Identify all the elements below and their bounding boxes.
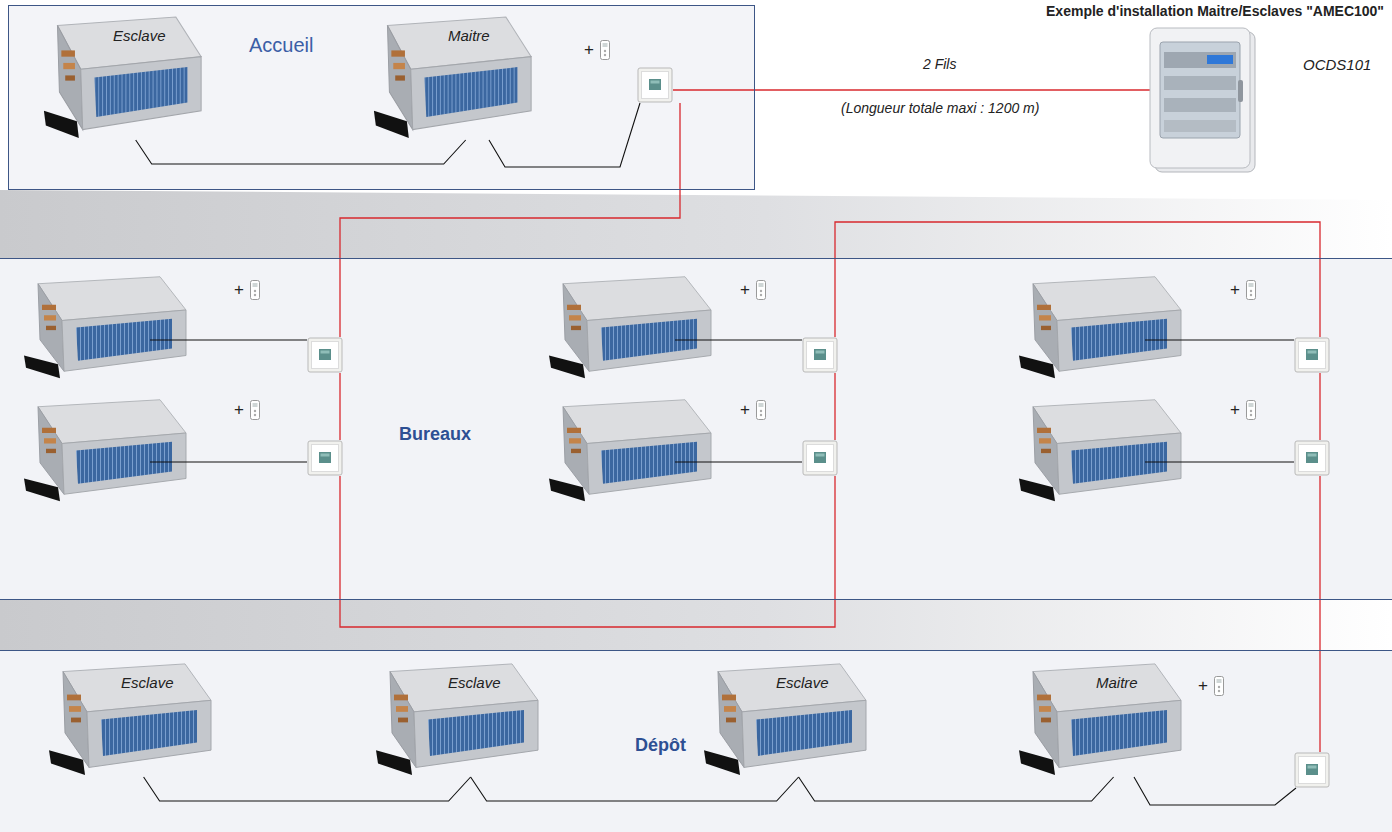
diagram-title: Exemple d'installation Maitre/Esclaves "… [1046,3,1384,19]
fan-coil-unit: Maitre [1015,662,1185,777]
zone-panel: Accueil Esclave Maitre [8,5,755,190]
unit-role: Esclave [776,674,829,691]
plus-sign: + [584,40,594,60]
device-name: OCDS101 [1303,56,1371,73]
zone-name: Dépôt [635,735,686,756]
zone-name: Accueil [249,34,313,57]
plus-sign: + [1198,676,1208,696]
unit-role: Esclave [448,674,501,691]
plus-sign: + [740,280,750,300]
fan-coil-unit: Esclave [372,662,542,777]
plus-sign: + [234,280,244,300]
zone-panel: Bureaux [0,258,1392,600]
zone-panel: Dépôt Esclave Esclave Esclave Maitre [0,650,1392,832]
plus-sign: + [1230,280,1240,300]
unit-role: Maitre [1096,674,1138,691]
wire-note: (Longueur totale maxi : 1200 m) [841,100,1039,116]
unit-role: Maitre [448,27,490,44]
control-wire [471,777,799,801]
plus-sign: + [1230,400,1240,420]
control-cabinet: OCDS101 [1150,28,1255,172]
fan-coil-unit: Esclave [40,15,205,140]
fan-coil-unit: Maitre [370,15,535,140]
zone-name: Bureaux [399,424,471,445]
unit-role: Esclave [121,674,174,691]
control-wire [799,777,1114,801]
plus-sign: + [234,400,244,420]
plus-sign: + [740,400,750,420]
fan-coil-unit: Esclave [45,662,215,777]
unit-role: Esclave [113,27,166,44]
control-wire [144,777,471,801]
wire-note: 2 Fils [923,56,956,72]
control-wire [136,140,466,164]
fan-coil-unit: Esclave [700,662,870,777]
